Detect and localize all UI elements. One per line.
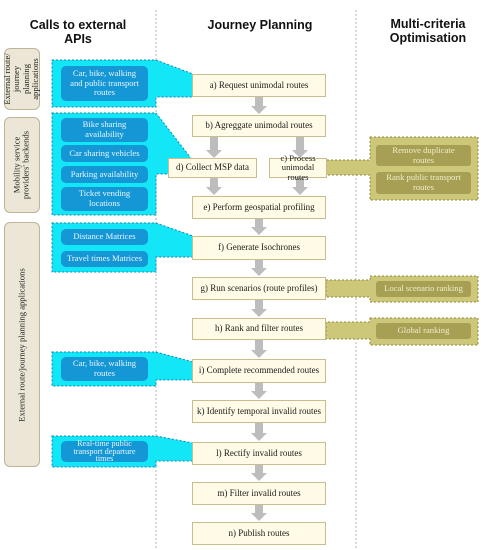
- opt-rank-pt-routes: Rank public transport routes: [376, 172, 471, 194]
- step-c-line2: routes: [287, 171, 309, 182]
- step-b: b) Agreggate unimodal routes: [192, 115, 326, 137]
- opt-rank-pt-line1: Rank public transport: [386, 172, 461, 183]
- label-external-apps-2: External route/journey planning applicat…: [4, 222, 40, 467]
- step-d: d) Collect MSP data: [168, 158, 257, 178]
- api-ticket-line2: locations: [88, 198, 120, 208]
- api-car-bike-walk-routes: Car, bike, walking routes: [61, 357, 148, 381]
- api-cbwp-line3: routes: [93, 87, 115, 98]
- api-distance-matrices: Distance Matrices: [61, 229, 148, 245]
- api-parking: Parking availability: [61, 166, 148, 183]
- header-planning: Journey Planning: [207, 18, 313, 32]
- api-car-sharing: Car sharing vehicles: [61, 145, 148, 162]
- header-optimisation: Multi-criteria Optimisation: [376, 17, 480, 46]
- opt-remove-dup-line1: Remove duplicate: [392, 144, 455, 155]
- api-ticket-line1: Ticket vending: [78, 188, 131, 199]
- api-car-bike-walk-pt-routes: Car, bike, walking and public transport …: [61, 66, 148, 101]
- step-m: m) Filter invalid routes: [192, 482, 326, 505]
- label-external-apps-1-text: External route/ journey planning applica…: [2, 53, 41, 104]
- api-realtime-line3: times: [95, 454, 114, 464]
- label-mobility-providers-text: Mobility service providers' backends: [12, 130, 32, 200]
- label-external-apps-1: External route/ journey planning applica…: [2, 48, 41, 110]
- api-bike-sharing-line2: availability: [85, 129, 124, 139]
- api-bike-sharing-line1: Bike sharing: [82, 119, 127, 130]
- api-bike-sharing: Bike sharing availability: [61, 118, 148, 142]
- api-cbw-line1: Car, bike, walking: [72, 358, 137, 369]
- step-n: n) Publish routes: [192, 522, 326, 545]
- api-travel-times-matrices: Travel times Matrices: [61, 251, 148, 267]
- step-c: c) Process unimodal routes: [269, 153, 327, 182]
- label-mobility-line2: providers' backends: [21, 130, 31, 200]
- step-h: h) Rank and filter routes: [192, 318, 326, 340]
- step-l: l) Rectify invalid routes: [192, 442, 326, 465]
- step-a: a) Request unimodal routes: [192, 74, 326, 97]
- api-realtime-line2: transport departure: [73, 446, 136, 456]
- label-mobility-providers: Mobility service providers' backends: [4, 117, 40, 213]
- api-cbwp-line1: Car, bike, walking: [72, 68, 137, 79]
- api-ticket-vending: Ticket vending locations: [61, 187, 148, 211]
- step-f: f) Generate Isochrones: [192, 236, 326, 260]
- step-k: k) Identify temporal invalid routes: [192, 400, 326, 423]
- label-external-apps-2-text: External route/journey planning applicat…: [16, 267, 27, 422]
- api-cbw-line2: routes: [93, 368, 115, 378]
- opt-global-ranking: Global ranking: [376, 323, 471, 339]
- flow-arrows: [206, 97, 308, 521]
- header-apis: Calls to external APIs: [29, 18, 127, 47]
- step-g: g) Run scenarios (route profiles): [192, 277, 326, 300]
- opt-remove-dup-line2: routes: [412, 154, 434, 165]
- opt-local-scenario-ranking: Local scenario ranking: [376, 281, 471, 297]
- opt-rank-pt-line2: routes: [412, 182, 434, 192]
- header-optimisation-line2: Optimisation: [389, 31, 467, 46]
- opt-remove-duplicate-routes: Remove duplicate routes: [376, 145, 471, 166]
- header-optimisation-line1: Multi-criteria: [390, 17, 466, 31]
- step-e: e) Perform geospatial profiling: [192, 196, 326, 219]
- step-c-line1: c) Process unimodal: [280, 152, 316, 173]
- api-realtime-line1: Real-time public: [77, 438, 132, 448]
- step-i: i) Complete recommended routes: [192, 359, 326, 383]
- label-ext1-line4: applications: [30, 58, 41, 100]
- api-realtime-pt-departures: Real-time public transport departure tim…: [61, 438, 148, 464]
- api-cbwp-line2: and public transport: [70, 77, 139, 88]
